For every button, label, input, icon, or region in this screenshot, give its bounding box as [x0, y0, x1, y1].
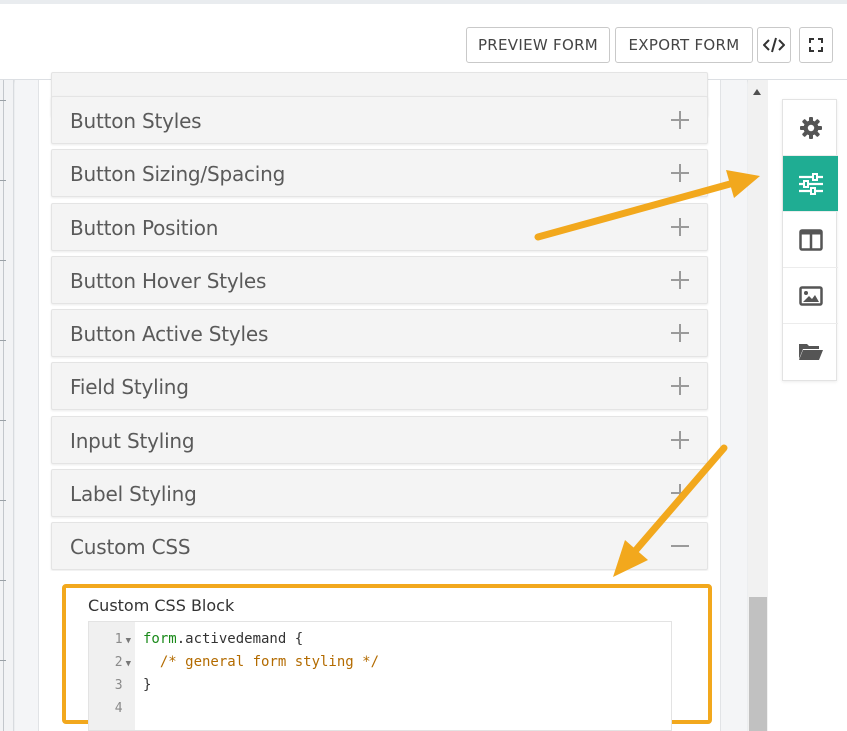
line-number: 4▼ [114, 701, 123, 716]
css-code-editor[interactable]: 1▼ 2▼ 3▼ 4▼ form.activedemand { /* gener… [88, 621, 672, 731]
accordion-section-label-styling[interactable]: Label Styling [51, 469, 708, 517]
preview-form-button[interactable]: PREVIEW FORM [466, 27, 610, 63]
expand-plus-icon[interactable] [671, 271, 689, 289]
line-number: 2▼ [114, 655, 131, 670]
code-line: } [143, 677, 152, 693]
top-toolbar: PREVIEW FORM EXPORT FORM [0, 4, 847, 80]
section-label: Input Styling [70, 429, 195, 453]
line-number: 1▼ [114, 632, 131, 647]
accordion-section-custom-css[interactable]: Custom CSS [51, 522, 708, 570]
section-label: Label Styling [70, 482, 197, 506]
collapse-minus-icon[interactable] [671, 537, 689, 555]
accordion-section-button-hover[interactable]: Button Hover Styles [51, 256, 708, 304]
expand-plus-icon[interactable] [671, 164, 689, 182]
expand-plus-icon[interactable] [671, 111, 689, 129]
fullscreen-button[interactable] [799, 27, 833, 63]
top-strip [0, 0, 847, 4]
section-label: Custom CSS [70, 535, 191, 559]
sidenav-settings[interactable] [783, 100, 838, 156]
code-line: form.activedemand { [143, 631, 304, 647]
expand-plus-icon[interactable] [671, 218, 689, 236]
fold-arrow-icon[interactable]: ▼ [125, 659, 131, 669]
fullscreen-icon [809, 38, 823, 52]
section-label: Button Sizing/Spacing [70, 162, 286, 186]
expand-plus-icon[interactable] [671, 484, 689, 502]
accordion-section-button-position[interactable]: Button Position [51, 203, 708, 251]
side-navigation [782, 99, 838, 381]
code-icon [763, 37, 785, 53]
accordion-section-button-styles[interactable]: Button Styles [51, 96, 708, 144]
export-form-button[interactable]: EXPORT FORM [615, 27, 753, 63]
layout-columns-icon [798, 228, 823, 251]
fold-arrow-icon[interactable]: ▼ [125, 636, 131, 646]
section-label: Field Styling [70, 375, 189, 399]
section-label: Button Active Styles [70, 322, 269, 346]
custom-css-block-title: Custom CSS Block [88, 596, 235, 615]
sliders-icon [798, 172, 823, 195]
expand-plus-icon[interactable] [671, 324, 689, 342]
panel-scrollbar[interactable] [748, 80, 768, 731]
sidenav-style-settings[interactable] [783, 156, 838, 212]
sidenav-images[interactable] [783, 268, 838, 324]
scrollbar-thumb[interactable] [749, 597, 767, 731]
accordion-section-button-active[interactable]: Button Active Styles [51, 309, 708, 357]
accordion-section-button-sizing[interactable]: Button Sizing/Spacing [51, 149, 708, 197]
custom-css-block: Custom CSS Block 1▼ 2▼ 3▼ 4▼ form.active… [62, 584, 712, 731]
section-label: Button Hover Styles [70, 269, 267, 293]
sidenav-layout[interactable] [783, 212, 838, 268]
scroll-up-arrow-icon[interactable] [753, 89, 761, 95]
accordion-section-field-styling[interactable]: Field Styling [51, 362, 708, 410]
section-label: Button Styles [70, 109, 202, 133]
line-number: 3▼ [114, 678, 123, 693]
code-view-button[interactable] [757, 27, 791, 63]
canvas-edge [0, 80, 14, 731]
expand-plus-icon[interactable] [671, 431, 689, 449]
accordion-section-input-styling[interactable]: Input Styling [51, 416, 708, 464]
expand-plus-icon[interactable] [671, 377, 689, 395]
gear-icon [799, 116, 822, 139]
sidenav-files[interactable] [783, 324, 838, 380]
section-label: Button Position [70, 216, 219, 240]
line-number-gutter: 1▼ 2▼ 3▼ 4▼ [89, 622, 135, 730]
image-icon [798, 285, 823, 306]
folder-open-icon [798, 344, 823, 360]
code-line: /* general form styling */ [159, 654, 380, 670]
